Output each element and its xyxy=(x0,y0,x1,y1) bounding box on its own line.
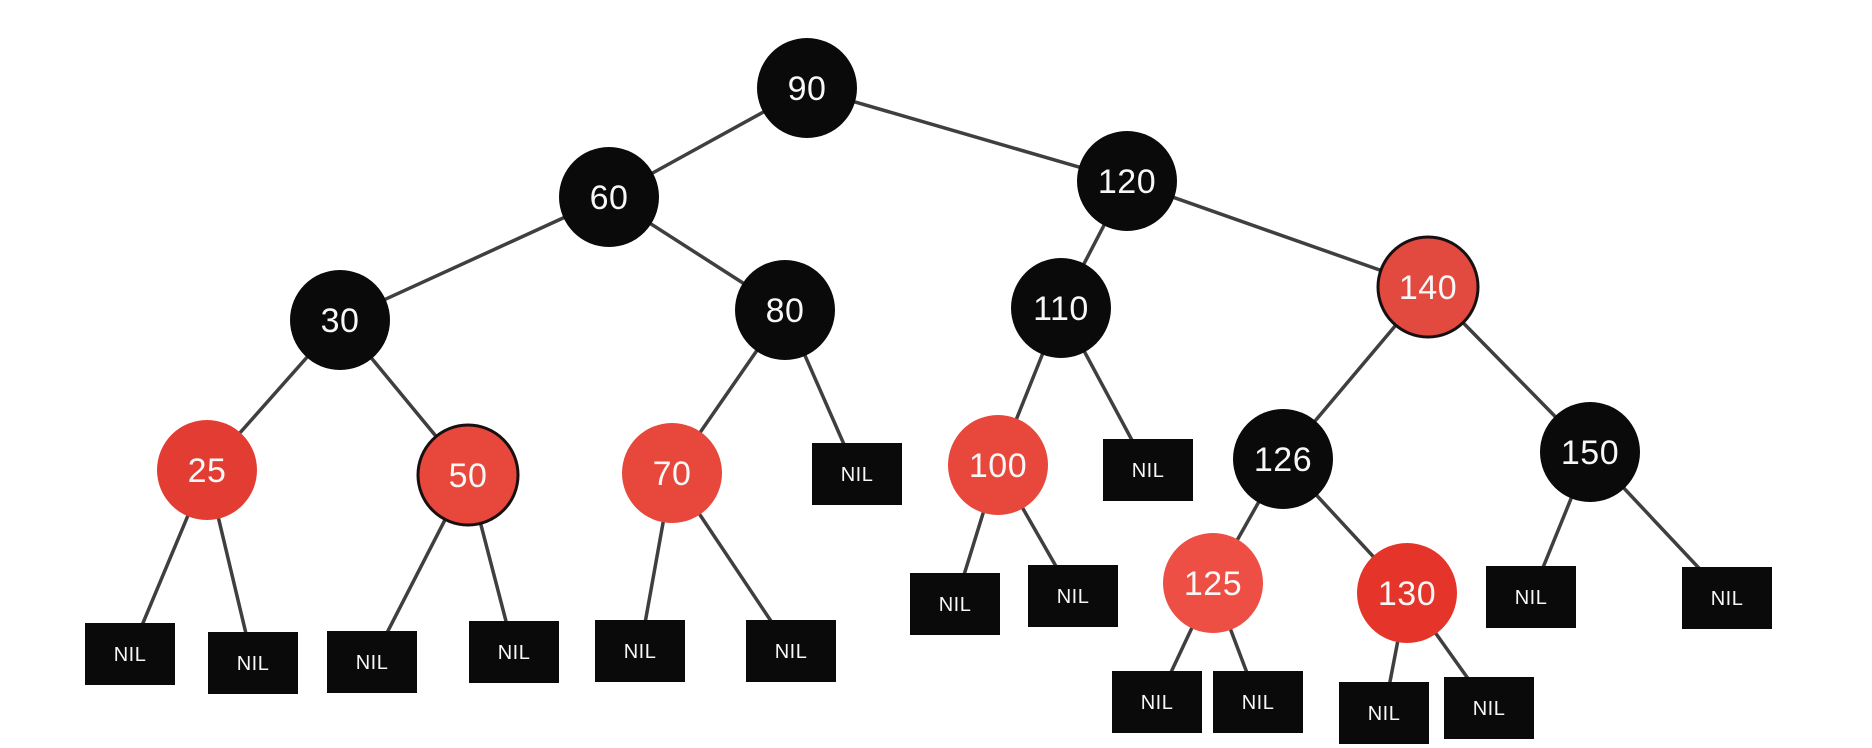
node-label: NIL xyxy=(775,641,808,663)
nil-box xyxy=(746,620,836,682)
node-label: NIL xyxy=(841,464,874,486)
node-label: NIL xyxy=(498,642,531,664)
nil-leaf-nil-100R: NIL xyxy=(1028,565,1118,627)
node-label: NIL xyxy=(1711,588,1744,610)
nil-leaf-nil-100L: NIL xyxy=(910,573,1000,635)
tree-node-25: 25 xyxy=(157,420,257,520)
node-label: NIL xyxy=(1368,703,1401,725)
nil-leaf-nil-25R: NIL xyxy=(208,632,298,694)
node-label: 80 xyxy=(766,292,805,330)
node-label: NIL xyxy=(356,652,389,674)
red-node-circle xyxy=(416,423,520,527)
node-label: NIL xyxy=(237,653,270,675)
nil-leaf-nil-110R: NIL xyxy=(1103,439,1193,501)
node-label: NIL xyxy=(1473,698,1506,720)
tree-node-140: 140 xyxy=(1376,235,1480,339)
tree-node-130: 130 xyxy=(1357,543,1457,643)
black-node-circle xyxy=(735,260,835,360)
red-node-circle xyxy=(948,415,1048,515)
node-label: 90 xyxy=(788,70,827,108)
tree-node-120: 120 xyxy=(1077,131,1177,231)
tree-node-70: 70 xyxy=(622,423,722,523)
nil-box xyxy=(1444,677,1534,739)
node-label: 130 xyxy=(1378,575,1436,613)
tree-node-90: 90 xyxy=(757,38,857,138)
black-node-circle xyxy=(290,270,390,370)
node-label: 150 xyxy=(1561,434,1619,472)
nil-leaf-nil-150L: NIL xyxy=(1486,566,1576,628)
black-node-circle xyxy=(559,147,659,247)
tree-edge-90-120 xyxy=(806,86,1128,183)
tree-node-80: 80 xyxy=(735,260,835,360)
nil-leaf-nil-50R: NIL xyxy=(469,621,559,683)
nil-box xyxy=(1103,439,1193,501)
node-label: NIL xyxy=(624,641,657,663)
node-label: NIL xyxy=(939,594,972,616)
node-label: 100 xyxy=(969,447,1027,485)
node-label: 126 xyxy=(1254,441,1312,479)
black-node-circle xyxy=(1011,258,1111,358)
nil-box xyxy=(1213,671,1303,733)
red-node-circle xyxy=(1376,235,1480,339)
node-label: 30 xyxy=(321,302,360,340)
tree-node-110: 110 xyxy=(1011,258,1111,358)
black-node-circle xyxy=(1077,131,1177,231)
nil-box xyxy=(208,632,298,694)
nil-box xyxy=(812,443,902,505)
node-label: NIL xyxy=(1141,692,1174,714)
tree-node-100: 100 xyxy=(948,415,1048,515)
nil-leaf-nil-25L: NIL xyxy=(85,623,175,685)
black-node-circle xyxy=(757,38,857,138)
nil-box xyxy=(469,621,559,683)
red-node-circle xyxy=(157,420,257,520)
nil-leaf-nil-70R: NIL xyxy=(746,620,836,682)
nil-leaf-nil-150R: NIL xyxy=(1682,567,1772,629)
nil-box xyxy=(1112,671,1202,733)
node-label: 60 xyxy=(590,179,629,217)
nil-box xyxy=(595,620,685,682)
node-label: 140 xyxy=(1399,269,1457,307)
red-node-circle xyxy=(1163,533,1263,633)
nil-leaf-nil-125R: NIL xyxy=(1213,671,1303,733)
nil-leaf-nil-130L: NIL xyxy=(1339,682,1429,744)
black-node-circle xyxy=(1233,409,1333,509)
node-label: 125 xyxy=(1184,565,1242,603)
nil-leaf-nil-50L: NIL xyxy=(327,631,417,693)
node-label: 120 xyxy=(1098,163,1156,201)
black-node-circle xyxy=(1540,402,1640,502)
node-label: 110 xyxy=(1033,290,1089,328)
red-node-circle xyxy=(622,423,722,523)
nil-box xyxy=(85,623,175,685)
nil-box xyxy=(910,573,1000,635)
node-label: 50 xyxy=(449,457,488,495)
nil-box xyxy=(1486,566,1576,628)
tree-node-126: 126 xyxy=(1233,409,1333,509)
nil-leaf-nil-70L: NIL xyxy=(595,620,685,682)
tree-node-50: 50 xyxy=(416,423,520,527)
nil-box xyxy=(327,631,417,693)
tree-node-125: 125 xyxy=(1163,533,1263,633)
node-label: NIL xyxy=(114,644,147,666)
node-label: NIL xyxy=(1057,586,1090,608)
nil-leaf-nil-125L: NIL xyxy=(1112,671,1202,733)
node-label: NIL xyxy=(1132,460,1165,482)
tree-node-150: 150 xyxy=(1540,402,1640,502)
nil-box xyxy=(1682,567,1772,629)
nil-box xyxy=(1339,682,1429,744)
tree-edge-120-140 xyxy=(1126,179,1429,289)
node-label: NIL xyxy=(1242,692,1275,714)
tree-node-60: 60 xyxy=(559,147,659,247)
node-label: 70 xyxy=(653,455,692,493)
node-label: NIL xyxy=(1515,587,1548,609)
tree-node-30: 30 xyxy=(290,270,390,370)
nil-leaf-nil-80R: NIL xyxy=(812,443,902,505)
nil-leaf-nil-130R: NIL xyxy=(1444,677,1534,739)
red-node-circle xyxy=(1357,543,1457,643)
nil-box xyxy=(1028,565,1118,627)
node-label: 25 xyxy=(188,452,227,490)
